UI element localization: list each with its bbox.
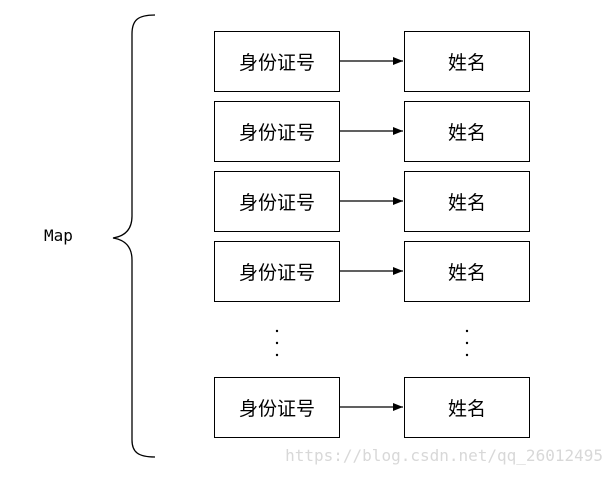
value-box-2: 姓名 bbox=[404, 101, 530, 162]
key-box-5: 身份证号 bbox=[214, 377, 340, 438]
curly-brace bbox=[112, 14, 156, 458]
value-box-4: 姓名 bbox=[404, 241, 530, 302]
map-label: Map bbox=[44, 226, 73, 245]
key-box-3: 身份证号 bbox=[214, 171, 340, 232]
key-box-2: 身份证号 bbox=[214, 101, 340, 162]
value-ellipsis bbox=[465, 329, 469, 357]
key-box-4: 身份证号 bbox=[214, 241, 340, 302]
key-box-1: 身份证号 bbox=[214, 31, 340, 92]
value-box-1: 姓名 bbox=[404, 31, 530, 92]
key-ellipsis bbox=[275, 329, 279, 357]
value-box-3: 姓名 bbox=[404, 171, 530, 232]
watermark: https://blog.csdn.net/qq_26012495 bbox=[285, 446, 603, 465]
value-box-5: 姓名 bbox=[404, 377, 530, 438]
